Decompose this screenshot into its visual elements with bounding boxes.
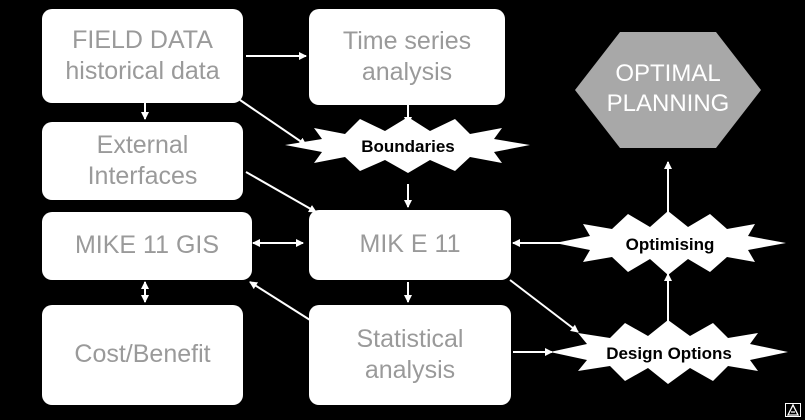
optimising-burst xyxy=(555,211,786,275)
time-series-box: Time series analysis xyxy=(309,9,505,105)
external-interfaces-box: External Interfaces xyxy=(42,122,243,200)
optimal-planning-line2: PLANNING xyxy=(607,90,730,117)
field-data-line2: historical data xyxy=(65,57,220,85)
cost-benefit-label: Cost/Benefit xyxy=(74,340,211,369)
statistical-line2: analysis xyxy=(364,356,456,384)
mike11-gis-box: MIKE 11 GIS xyxy=(42,212,252,280)
field-data-box: FIELD DATA historical data xyxy=(42,9,243,103)
statistical-analysis-box: Statistical analysis xyxy=(309,305,511,405)
time-series-line2: analysis xyxy=(361,58,453,86)
design-options-label: Design Options xyxy=(606,344,732,363)
design-options-burst xyxy=(550,320,788,384)
optimal-planning-hexagon xyxy=(575,32,761,148)
external-line2: Interfaces xyxy=(87,162,198,190)
time-series-line1: Time series xyxy=(342,26,472,55)
external-line1: External xyxy=(96,130,189,159)
statistical-line1: Statistical xyxy=(356,324,464,353)
boundaries-label: Boundaries xyxy=(361,137,455,156)
adobe-corner-icon xyxy=(785,403,801,417)
boundaries-burst xyxy=(285,117,530,173)
arrow-field-to-boundaries xyxy=(239,99,307,146)
arrow-statistical-to-gis xyxy=(249,281,311,321)
mike11-label: MIK E 11 xyxy=(359,230,461,259)
optimal-planning-line1: OPTIMAL xyxy=(615,60,720,87)
optimising-label: Optimising xyxy=(626,235,715,254)
arrow-external-to-mike11 xyxy=(245,171,317,213)
mike11-box: MIK E 11 xyxy=(309,210,511,280)
arrow-mike11-to-design xyxy=(509,279,579,333)
field-data-line1: FIELD DATA xyxy=(72,25,213,54)
mike11-gis-label: MIKE 11 GIS xyxy=(74,231,220,260)
cost-benefit-box: Cost/Benefit xyxy=(42,305,243,405)
